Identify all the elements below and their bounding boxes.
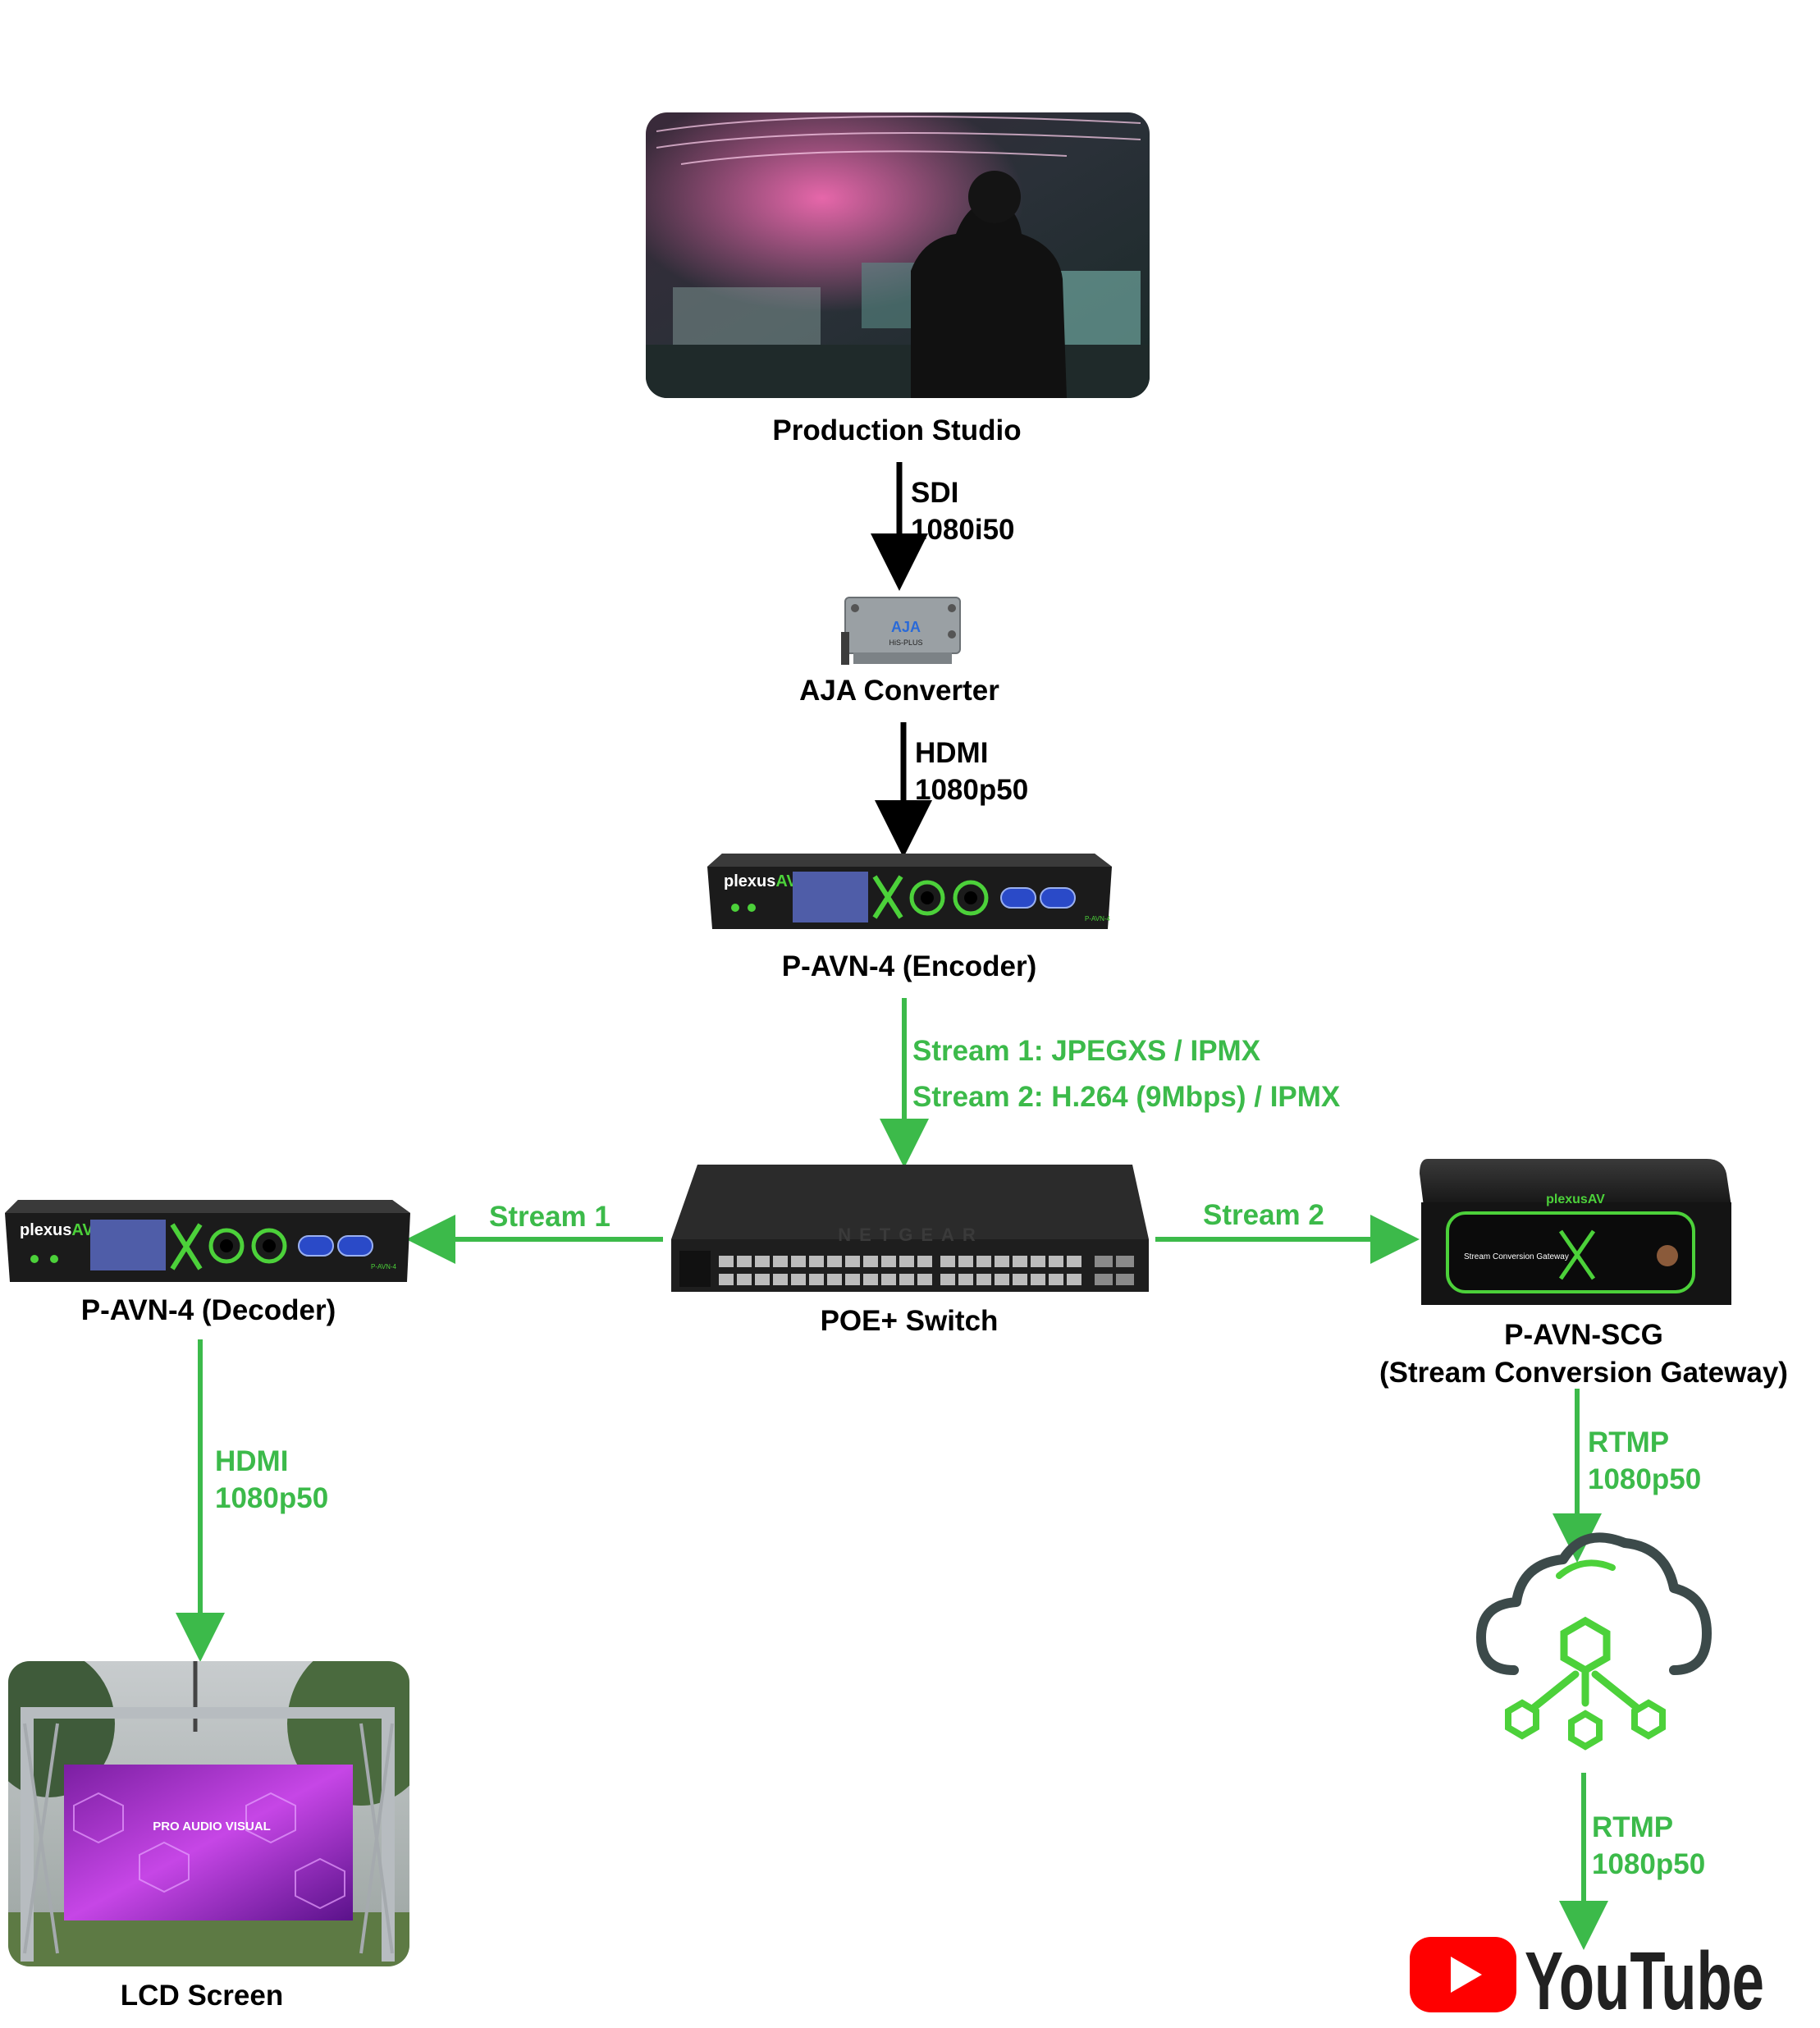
encoder-brand-logo: plexusAV bbox=[724, 872, 798, 890]
edge-label-rtmp-bottom: RTMP 1080p50 bbox=[1592, 1809, 1705, 1883]
switch-brand-logo: NETGEAR bbox=[838, 1225, 984, 1245]
edge-sdi-line2: 1080i50 bbox=[911, 514, 1015, 546]
edge-stream1-desc: Stream 1: JPEGXS / IPMX bbox=[912, 1035, 1261, 1067]
scg-device: plexusAV Stream Conversion Gateway bbox=[1420, 1159, 1731, 1305]
scg-label-line1: P-AVN-SCG bbox=[1504, 1319, 1663, 1351]
edge-rtmp-top-line2: 1080p50 bbox=[1588, 1463, 1702, 1495]
edge-label-sdi: SDI 1080i50 bbox=[911, 474, 1015, 548]
decoder-model-tag: P-AVN-4 bbox=[371, 1263, 397, 1270]
edge-rtmp-bottom-line1: RTMP bbox=[1592, 1811, 1674, 1843]
edge-hdmi-top-line2: 1080p50 bbox=[915, 774, 1029, 806]
edge-label-stream2: Stream 2 bbox=[1203, 1197, 1324, 1234]
decoder-device: plexusAV P-AVN-4 bbox=[5, 1200, 410, 1282]
lcd-screen-photo: PRO AUDIO VISUAL bbox=[8, 1661, 409, 1966]
scg-device-text: Stream Conversion Gateway bbox=[1464, 1252, 1569, 1261]
node-label-decoder: P-AVN-4 (Decoder) bbox=[80, 1294, 336, 1326]
edge-label-hdmi-bottom: HDMI 1080p50 bbox=[215, 1443, 328, 1517]
node-label-lcd-screen: LCD Screen bbox=[120, 1980, 284, 2012]
edge-stream2-desc: Stream 2: H.264 (9Mbps) / IPMX bbox=[912, 1081, 1341, 1113]
youtube-logo: YouTube bbox=[1410, 1935, 1764, 2027]
edge-label-hdmi-top: HDMI 1080p50 bbox=[915, 735, 1028, 808]
edge-label-rtmp-top: RTMP 1080p50 bbox=[1588, 1424, 1701, 1498]
edge-stream1-line: Stream 1 bbox=[489, 1201, 610, 1233]
node-label-poe-switch: POE+ Switch bbox=[820, 1305, 999, 1337]
aja-logo: AJA bbox=[891, 619, 921, 635]
decoder-brand-logo: plexusAV bbox=[20, 1221, 94, 1239]
encoder-model-tag: P-AVN-4 bbox=[1085, 915, 1111, 922]
edge-rtmp-top-line1: RTMP bbox=[1588, 1426, 1670, 1458]
cloud-network-icon bbox=[1476, 1532, 1712, 1751]
poe-switch-device: NETGEAR bbox=[671, 1165, 1149, 1292]
edge-hdmi-bottom-line2: 1080p50 bbox=[215, 1482, 329, 1514]
aja-model-text: HiS-PLUS bbox=[889, 639, 922, 647]
node-label-aja-converter: AJA Converter bbox=[799, 675, 999, 707]
scg-label-line2: (Stream Conversion Gateway) bbox=[1379, 1357, 1788, 1389]
edge-hdmi-top-line1: HDMI bbox=[915, 737, 989, 769]
edge-label-encoder-streams: Stream 1: JPEGXS / IPMX Stream 2: H.264 … bbox=[912, 1028, 1340, 1120]
node-label-production-studio: Production Studio bbox=[772, 414, 1022, 446]
edge-sdi-line1: SDI bbox=[911, 477, 959, 509]
edge-label-stream1: Stream 1 bbox=[489, 1198, 610, 1235]
youtube-wordmark: YouTube bbox=[1525, 1935, 1764, 2027]
edge-rtmp-bottom-line2: 1080p50 bbox=[1592, 1848, 1706, 1880]
node-label-scg: P-AVN-SCG (Stream Conversion Gateway) bbox=[1379, 1316, 1788, 1392]
lcd-screen-text: PRO AUDIO VISUAL bbox=[153, 1820, 271, 1833]
node-label-encoder: P-AVN-4 (Encoder) bbox=[781, 950, 1037, 982]
aja-converter-device: AJA HiS-PLUS bbox=[841, 597, 961, 665]
scg-brand-logo: plexusAV bbox=[1546, 1193, 1605, 1206]
encoder-device: plexusAV P-AVN-4 bbox=[707, 854, 1112, 929]
edge-hdmi-bottom-line1: HDMI bbox=[215, 1445, 289, 1477]
production-studio-photo bbox=[646, 112, 1150, 398]
edge-stream2-line: Stream 2 bbox=[1203, 1199, 1324, 1231]
